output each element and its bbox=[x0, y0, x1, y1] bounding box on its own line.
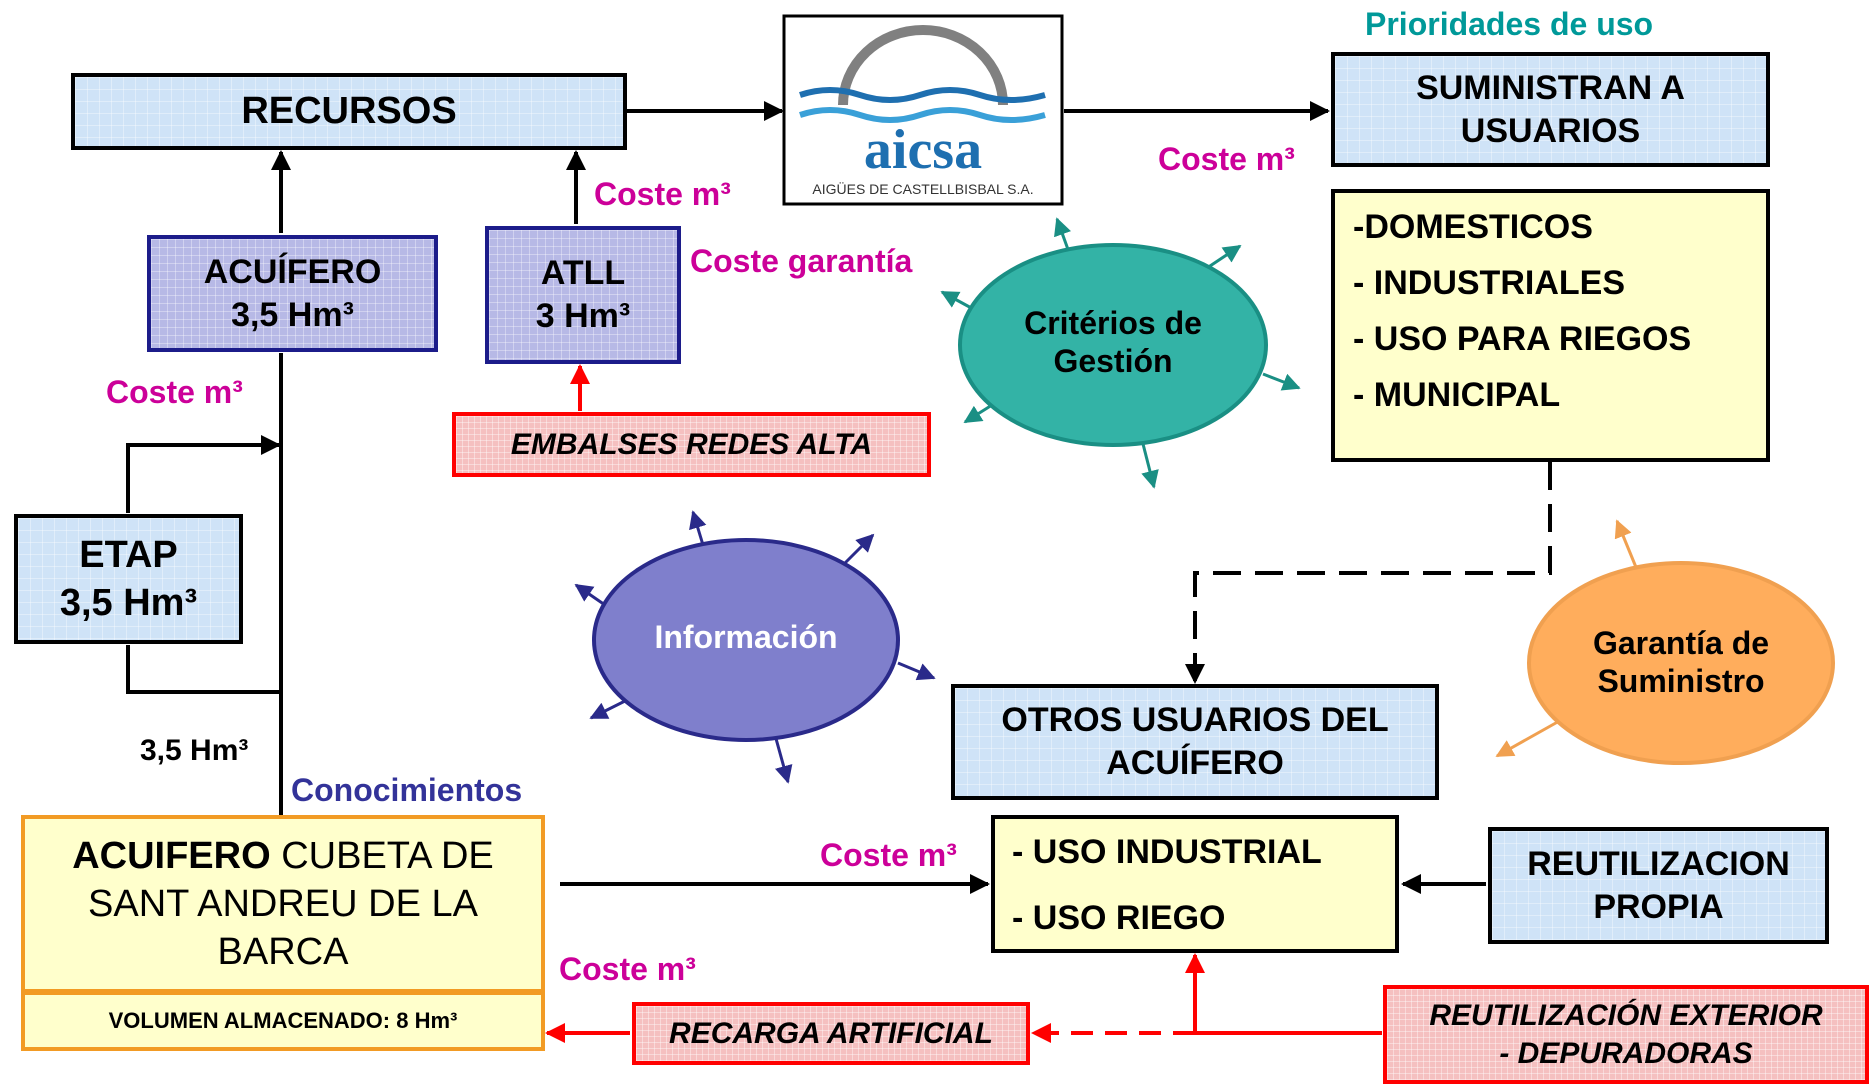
reutilizacion-exterior-box: REUTILIZACIÓN EXTERIOR - DEPURADORAS bbox=[1383, 985, 1869, 1084]
criterios-line-1: Critérios de bbox=[1024, 305, 1202, 341]
uso-domesticos: -DOMESTICOS bbox=[1353, 208, 1593, 246]
recarga-label: RECARGA ARTIFICIAL bbox=[669, 1016, 993, 1050]
reutilizacion-exterior-line-2: - DEPURADORAS bbox=[1499, 1036, 1753, 1070]
uso-municipal: - MUNICIPAL bbox=[1353, 376, 1561, 414]
red-connectors bbox=[545, 364, 1382, 1043]
garantia-line-1: Garantía de bbox=[1592, 625, 1770, 661]
usos-list: -DOMESTICOS - INDUSTRIALES - USO PARA RI… bbox=[1353, 199, 1691, 423]
criterios-ellipse bbox=[958, 243, 1268, 447]
volumen-label: VOLUMEN ALMACENADO: 8 Hm³ bbox=[108, 1008, 458, 1033]
embalses-label: EMBALSES REDES ALTA bbox=[510, 427, 873, 461]
uso-industrial-riego-box bbox=[991, 815, 1399, 953]
suministran-line-1: SUMINISTRAN A bbox=[1416, 68, 1685, 107]
reutilizacion-exterior-line-1: REUTILIZACIÓN EXTERIOR bbox=[1429, 998, 1823, 1032]
criterios-text: Critérios de Gestión bbox=[960, 304, 1266, 380]
aicsa-logo-text: aicsa bbox=[864, 119, 982, 181]
acuifero-main-line-2: SANT ANDREU DE LA bbox=[88, 883, 478, 925]
suministran-line-2: USUARIOS bbox=[1460, 111, 1641, 150]
acuifero-main-line-3: BARCA bbox=[217, 931, 349, 973]
embalses-box: EMBALSES REDES ALTA bbox=[452, 412, 931, 477]
uso-industrial-item: - USO INDUSTRIAL bbox=[1012, 833, 1322, 871]
suministran-box: SUMINISTRAN A USUARIOS bbox=[1331, 52, 1770, 167]
hm-35-label: 3,5 Hm³ bbox=[140, 734, 249, 767]
prioridades-label: Prioridades de uso bbox=[1365, 6, 1654, 42]
atll-title: ATLL bbox=[540, 254, 626, 292]
coste-atll-label: Coste m³ bbox=[594, 176, 731, 212]
atll-box: ATLL 3 Hm³ bbox=[485, 226, 681, 364]
reutilizacion-propia-box: REUTILIZACION PROPIA bbox=[1488, 827, 1829, 944]
garantia-ellipse bbox=[1527, 561, 1835, 765]
reutilizacion-propia-line-1: REUTILIZACION bbox=[1527, 844, 1790, 883]
atll-volume: 3 Hm³ bbox=[535, 297, 631, 335]
acuifero-top-title: ACUÍFERO bbox=[203, 252, 382, 291]
coste-acuifero-label: Coste m³ bbox=[106, 374, 243, 410]
otros-usuarios-line-1: OTROS USUARIOS DEL bbox=[1001, 701, 1389, 739]
etap-volume: 3,5 Hm³ bbox=[59, 582, 198, 624]
recursos-label: RECURSOS bbox=[241, 90, 457, 132]
line-etap-bottom bbox=[126, 645, 281, 694]
conocimientos-label: Conocimientos bbox=[291, 772, 523, 808]
volumen-box: VOLUMEN ALMACENADO: 8 Hm³ bbox=[21, 991, 545, 1051]
coste-recarga-label: Coste m³ bbox=[559, 951, 696, 987]
uso-industriales: - INDUSTRIALES bbox=[1353, 264, 1625, 302]
acuifero-main-box: ACUIFERO CUBETA DE SANT ANDREU DE LA BAR… bbox=[21, 815, 545, 993]
acuifero-top-box: ACUÍFERO 3,5 Hm³ bbox=[147, 235, 438, 352]
acuifero-main-bold: ACUIFERO bbox=[72, 835, 271, 877]
criterios-line-2: Gestión bbox=[1053, 343, 1173, 379]
arrow-etap-top bbox=[126, 435, 281, 513]
arrow-usos-otros-dashed bbox=[1185, 462, 1552, 684]
informacion-text: Información bbox=[594, 618, 898, 656]
informacion-label: Información bbox=[654, 619, 838, 655]
otros-usuarios-line-2: ACUÍFERO bbox=[1106, 744, 1284, 782]
uso-industrial-riego-list: - USO INDUSTRIAL - USO RIEGO bbox=[1012, 824, 1322, 946]
black-connectors bbox=[126, 101, 1552, 894]
recursos-box: RECURSOS bbox=[71, 73, 627, 150]
aicsa-wave-2 bbox=[799, 107, 1046, 123]
garantia-line-2: Suministro bbox=[1597, 663, 1765, 699]
aicsa-wave-1 bbox=[799, 87, 1046, 103]
garantia-text: Garantía de Suministro bbox=[1529, 624, 1833, 700]
etap-title: ETAP bbox=[79, 534, 178, 576]
uso-riegos: - USO PARA RIEGOS bbox=[1353, 320, 1692, 358]
coste-uso-label: Coste m³ bbox=[820, 837, 957, 873]
otros-usuarios-box: OTROS USUARIOS DEL ACUÍFERO bbox=[951, 684, 1439, 800]
reutilizacion-propia-line-2: PROPIA bbox=[1593, 887, 1724, 926]
usos-box bbox=[1331, 189, 1770, 462]
acuifero-top-volume: 3,5 Hm³ bbox=[231, 295, 354, 334]
acuifero-main-rest: CUBETA DE bbox=[270, 835, 494, 877]
informacion-ellipse bbox=[592, 538, 900, 742]
coste-garantia-label: Coste garantía bbox=[690, 243, 913, 279]
coste-suministran-label: Coste m³ bbox=[1158, 141, 1295, 177]
aicsa-logo-subtitle: AIGÜES DE CASTELLBISBAL S.A. bbox=[812, 180, 1033, 197]
recarga-box: RECARGA ARTIFICIAL bbox=[632, 1002, 1030, 1065]
etap-box: ETAP 3,5 Hm³ bbox=[14, 514, 243, 644]
aicsa-arch bbox=[838, 25, 1008, 106]
uso-riego-item: - USO RIEGO bbox=[1012, 899, 1226, 937]
acuifero-main-line-1: ACUIFERO CUBETA DE bbox=[72, 832, 494, 880]
